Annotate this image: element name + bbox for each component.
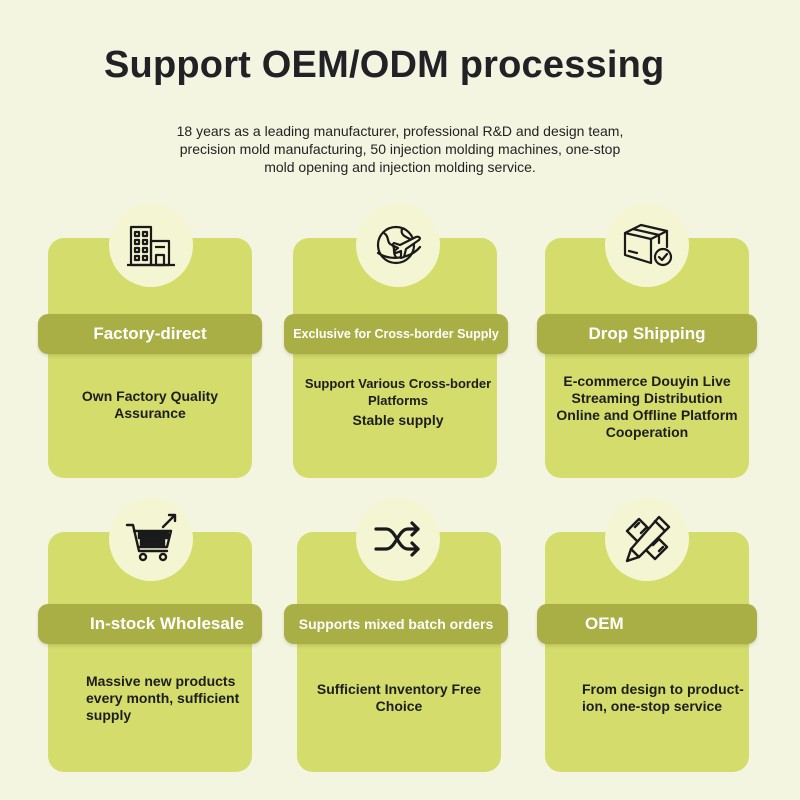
description-line: Choice — [375, 698, 423, 714]
card-title: OEM — [585, 614, 624, 633]
description-line: every month, sufficient — [86, 690, 240, 706]
description-line: Massive new products — [86, 673, 236, 689]
description-line: Own Factory Quality — [81, 388, 219, 404]
description-line: Sufficient Inventory Free — [316, 681, 482, 697]
description-line: Assurance — [114, 405, 186, 421]
factory-building-icon — [109, 203, 193, 287]
pencil-ruler-icon — [605, 497, 689, 581]
description-line: E-commerce Douyin Live — [563, 373, 731, 389]
subtitle-line: precision mold manufacturing, 50 injecti… — [179, 141, 621, 157]
card-title-banner: Exclusive for Cross-border Supply — [284, 314, 508, 354]
description-line: Stable supply — [352, 412, 444, 428]
shopping-cart-icon — [109, 497, 193, 581]
card-title-banner: Drop Shipping — [537, 314, 757, 354]
card-description: Sufficient Inventory Free Choice — [297, 681, 501, 715]
globe-airplane-icon — [356, 203, 440, 287]
description-line: From design to product- — [582, 681, 744, 697]
card-title: Drop Shipping — [588, 324, 706, 343]
description-line: Cooperation — [605, 424, 689, 440]
description-line: Support Various Cross-border — [304, 376, 492, 391]
card-title: In-stock Wholesale — [90, 614, 244, 633]
description-line: Online and Offline Platform — [556, 407, 738, 423]
subtitle-line: mold opening and injection molding servi… — [264, 159, 536, 175]
shuffle-arrows-icon — [356, 497, 440, 581]
card-description: Massive new products every month, suffic… — [86, 673, 256, 724]
card-title-banner: Factory-direct — [38, 314, 262, 354]
page-subtitle: 18 years as a leading manufacturer, prof… — [140, 122, 660, 176]
card-description: Own Factory Quality Assurance — [48, 388, 252, 422]
card-description: From design to product- ion, one-stop se… — [582, 681, 752, 715]
card-title: Supports mixed batch orders — [298, 616, 494, 632]
subtitle-line: 18 years as a leading manufacturer, prof… — [176, 123, 624, 139]
card-title-banner: In-stock Wholesale — [38, 604, 262, 644]
card-description: Support Various Cross-border Platforms S… — [293, 375, 503, 429]
card-title: Exclusive for Cross-border Supply — [293, 327, 499, 341]
page-title: Support OEM/ODM processing — [104, 44, 665, 86]
card-description: E-commerce Douyin Live Streaming Distrib… — [540, 373, 754, 441]
description-line: supply — [86, 707, 132, 723]
card-title: Factory-direct — [93, 324, 207, 343]
description-line: Streaming Distribution — [571, 390, 723, 406]
description-line: ion, one-stop service — [582, 698, 723, 714]
description-line: Platforms — [368, 393, 428, 408]
card-title-banner: Supports mixed batch orders — [284, 604, 508, 644]
package-check-icon — [605, 203, 689, 287]
card-title-banner: OEM — [537, 604, 757, 644]
